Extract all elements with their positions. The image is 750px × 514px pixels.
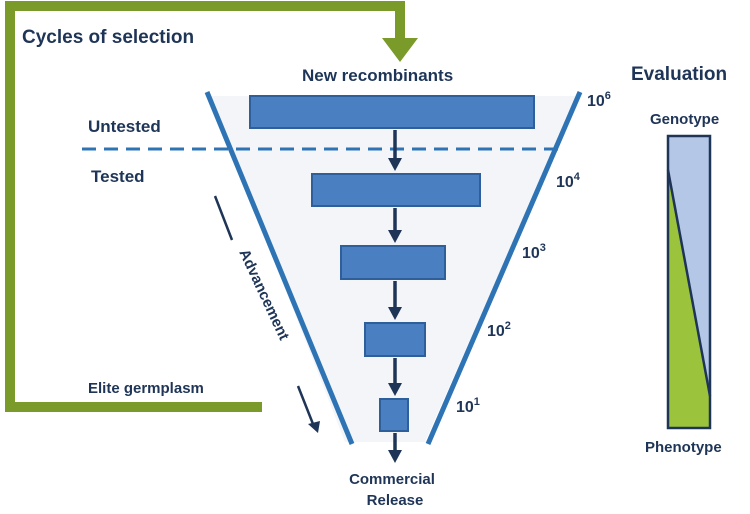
advancement-line-top <box>213 195 234 241</box>
down-arrow-head-5 <box>388 450 402 463</box>
tested-label: Tested <box>91 167 145 186</box>
stage-box-5 <box>379 398 409 432</box>
scale-label-2: 104 <box>556 171 581 191</box>
evaluation-label: Evaluation <box>631 64 727 85</box>
down-arrow-head-2 <box>388 230 402 243</box>
stage-box-3 <box>340 245 446 280</box>
down-arrow-head-3 <box>388 307 402 320</box>
scale-base-3: 10 <box>522 245 540 262</box>
scale-exp-1: 6 <box>605 90 611 102</box>
down-arrow-head-1 <box>388 158 402 171</box>
evaluation-bar-frame <box>666 134 712 430</box>
commercial-release-line2: Release <box>367 492 424 509</box>
elite-germplasm-label: Elite germplasm <box>88 380 204 397</box>
advancement-line-bottom <box>296 385 315 425</box>
scale-base-2: 10 <box>556 174 574 191</box>
scale-exp-3: 3 <box>540 242 546 254</box>
untested-label: Untested <box>88 117 161 136</box>
stage-box-1 <box>249 95 535 129</box>
selection-cycle-loop <box>5 1 405 412</box>
scale-base-5: 10 <box>456 399 474 416</box>
scale-label-3: 103 <box>522 242 546 262</box>
scale-exp-4: 2 <box>505 320 511 332</box>
stage-box-2 <box>311 173 481 207</box>
new-recombinants-label: New recombinants <box>302 66 453 85</box>
stage-arrows <box>388 130 402 463</box>
scale-label-1: 106 <box>587 90 611 110</box>
funnel-right-edge <box>425 91 583 445</box>
commercial-release-line1: Commercial <box>349 471 435 488</box>
scale-exp-2: 4 <box>574 171 581 183</box>
down-arrow-head-4 <box>388 383 402 396</box>
funnel-left-edge <box>204 91 355 445</box>
advancement-arrowhead <box>308 421 320 433</box>
scale-base-4: 10 <box>487 323 505 340</box>
evaluation-bar-phenotype <box>668 170 710 428</box>
genotype-label: Genotype <box>650 111 719 128</box>
scale-label-5: 101 <box>456 396 480 416</box>
evaluation-bar-diagonal <box>666 169 712 397</box>
selection-cycle-arrowhead <box>382 38 418 62</box>
phenotype-label: Phenotype <box>645 439 722 456</box>
scale-label-4: 102 <box>487 320 511 340</box>
stage-box-4 <box>364 322 426 357</box>
cycles-of-selection-label: Cycles of selection <box>22 27 194 48</box>
scale-exp-5: 1 <box>474 396 480 408</box>
scale-base-1: 10 <box>587 93 605 110</box>
